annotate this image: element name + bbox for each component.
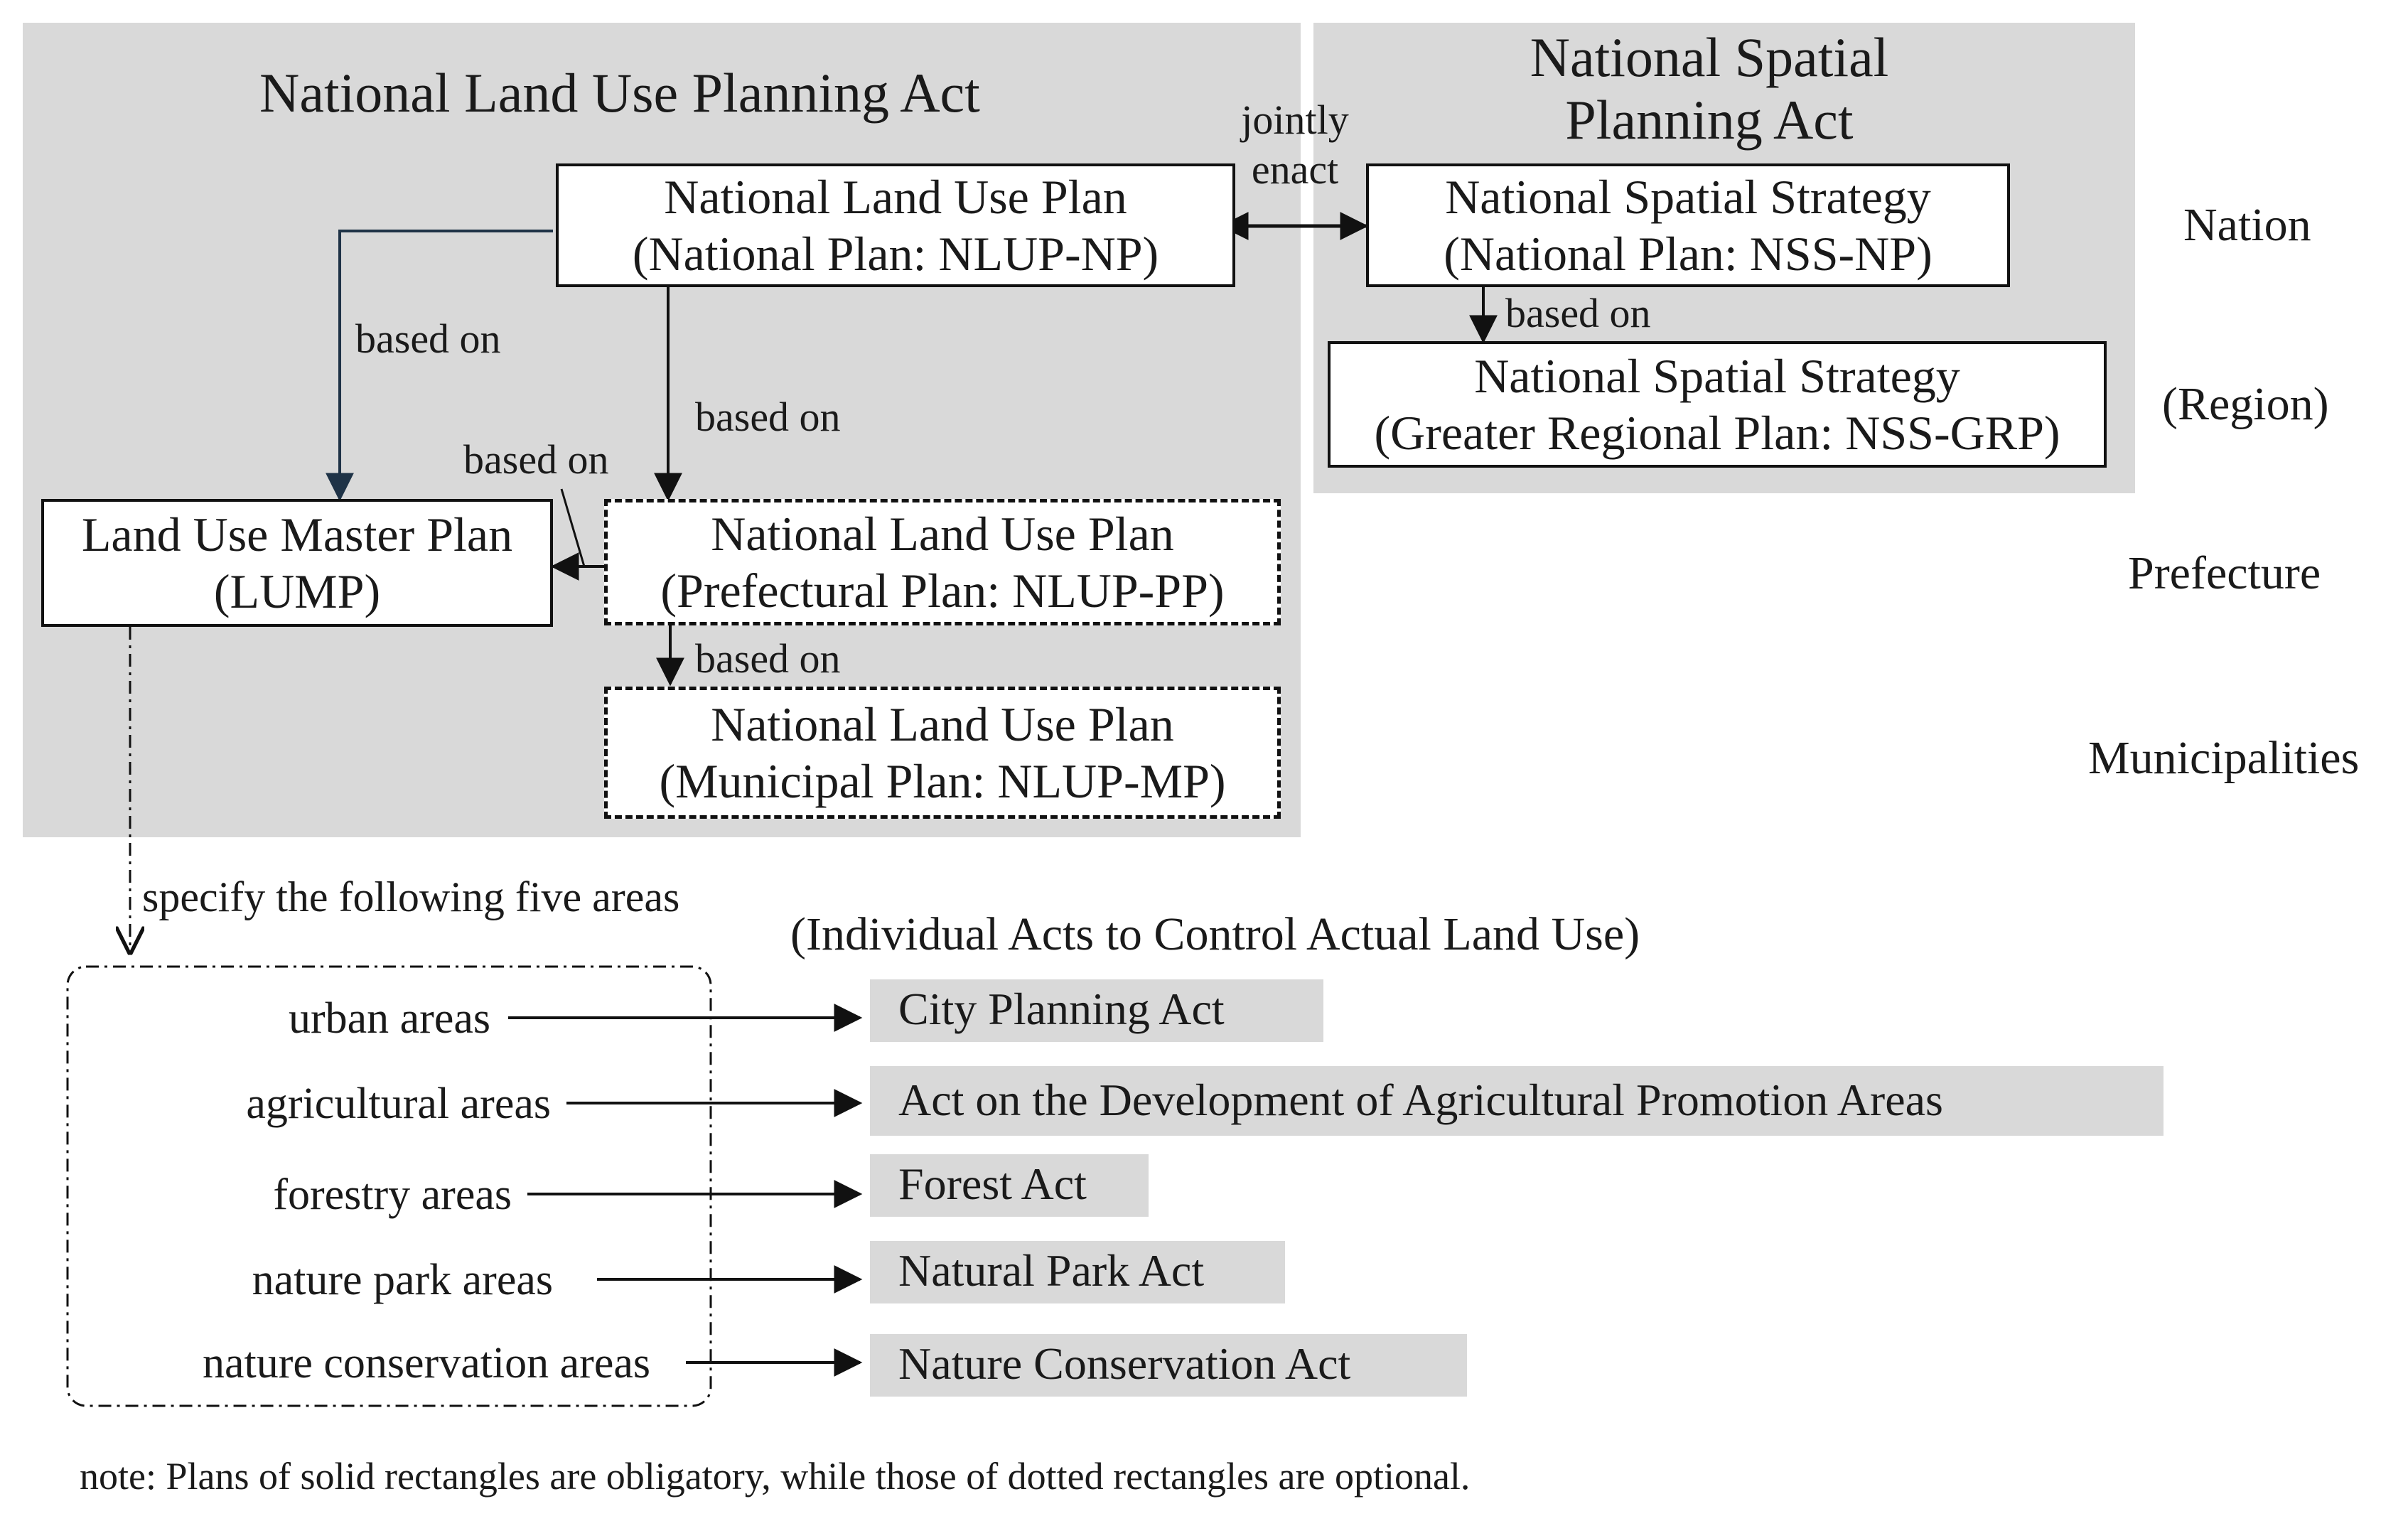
lump-line1: Land Use Master Plan [81, 507, 513, 561]
level-prefecture: Prefecture [2128, 547, 2321, 599]
based-on-leader-line [560, 488, 586, 567]
based-on-label-np-pp: based on [695, 394, 841, 440]
based-on-label-pp-lump: based on [463, 436, 609, 483]
area-agricultural: agricultural areas [246, 1080, 551, 1128]
nss-np-line1: National Spatial Strategy [1445, 169, 1931, 224]
act-agricultural-promotion: Act on the Development of Agricultural P… [870, 1066, 2164, 1136]
nlup-mp-line1: National Land Use Plan [711, 697, 1174, 751]
nlup-np-line1: National Land Use Plan [664, 169, 1127, 224]
nlup-pp-line2: (Prefectural Plan: NLUP-PP) [660, 564, 1225, 618]
jointly-label: jointly [1241, 97, 1349, 143]
area-nature-conservation: nature conservation areas [202, 1339, 650, 1387]
nlup-pp-line1: National Land Use Plan [711, 506, 1174, 561]
footnote: note: Plans of solid rectangles are obli… [80, 1455, 1471, 1498]
based-on-label-np-lump: based on [355, 316, 501, 362]
area-urban: urban areas [289, 994, 490, 1043]
based-on-label-nss: based on [1505, 290, 1651, 336]
level-nation: Nation [2183, 199, 2311, 251]
level-region: (Region) [2162, 378, 2329, 430]
enact-label: enact [1251, 146, 1339, 193]
right-panel-title-line1: National Spatial [1530, 26, 1889, 88]
area-forestry: forestry areas [273, 1171, 512, 1219]
right-panel-title-line2: Planning Act [1565, 89, 1854, 151]
areas-dashdot-frame [66, 965, 712, 1407]
act-natural-park: Natural Park Act [870, 1241, 1285, 1303]
nss-grp-line1: National Spatial Strategy [1474, 348, 1960, 403]
act-forest: Forest Act [870, 1154, 1149, 1217]
act-city-planning: City Planning Act [870, 979, 1323, 1042]
nlup-np-box: National Land Use Plan (National Plan: N… [556, 163, 1235, 287]
lump-box: Land Use Master Plan (LUMP) [41, 499, 553, 627]
nlup-mp-line2: (Municipal Plan: NLUP-MP) [659, 754, 1226, 808]
nss-np-box: National Spatial Strategy (National Plan… [1366, 163, 2010, 287]
specify-areas-label: specify the following five areas [142, 873, 680, 920]
nss-grp-line2: (Greater Regional Plan: NSS-GRP) [1374, 406, 2060, 460]
individual-acts-heading: (Individual Acts to Control Actual Land … [790, 908, 1640, 960]
np-to-lump-arrow [326, 230, 553, 502]
nlup-pp-box: National Land Use Plan (Prefectural Plan… [604, 499, 1281, 625]
nlup-mp-box: National Land Use Plan (Municipal Plan: … [604, 687, 1281, 819]
lump-line2: (LUMP) [213, 564, 381, 618]
nss-grp-box: National Spatial Strategy (Greater Regio… [1328, 341, 2107, 468]
left-panel-title: National Land Use Planning Act [259, 62, 980, 124]
area-nature-park: nature park areas [252, 1256, 553, 1304]
nss-np-line2: (National Plan: NSS-NP) [1444, 227, 1933, 281]
nlup-np-line2: (National Plan: NLUP-NP) [632, 227, 1159, 281]
act-nature-conservation: Nature Conservation Act [870, 1334, 1467, 1397]
based-on-label-pp-mp: based on [695, 635, 841, 682]
level-municipalities: Municipalities [2088, 732, 2360, 784]
